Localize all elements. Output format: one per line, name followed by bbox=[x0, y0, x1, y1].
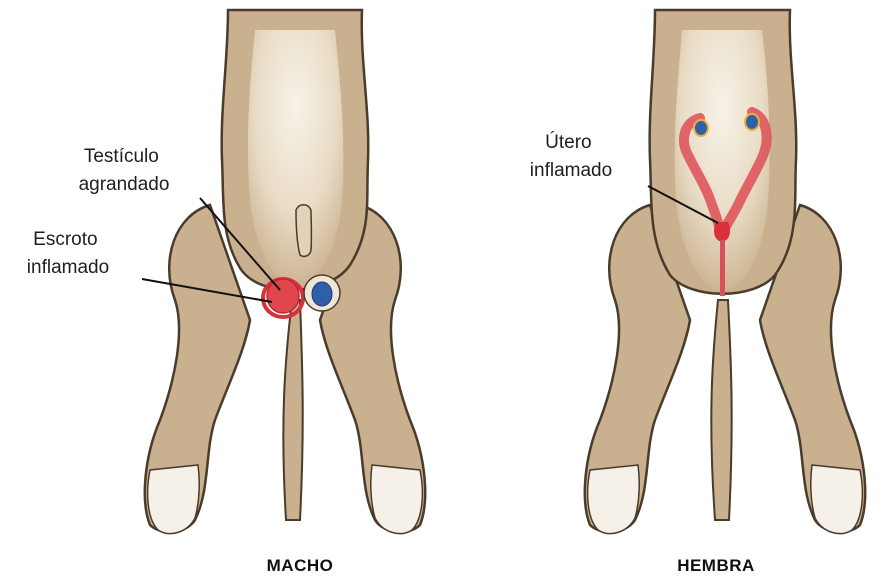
testiculo-label: Testículo agrandado bbox=[79, 146, 170, 195]
testiculo-label-line1: Testículo bbox=[84, 146, 159, 167]
male-left-paw bbox=[148, 465, 200, 534]
utero-label-line2: inflamado bbox=[530, 160, 612, 181]
male-tail bbox=[283, 300, 302, 520]
male-dog-illustration bbox=[145, 10, 425, 534]
male-belly bbox=[248, 30, 343, 285]
male-right-paw bbox=[371, 465, 423, 534]
female-cervix bbox=[720, 240, 725, 296]
female-tail bbox=[711, 300, 731, 520]
male-testicle-enlarged bbox=[267, 279, 299, 313]
male-testicle-normal bbox=[312, 282, 332, 306]
female-right-paw bbox=[811, 465, 863, 534]
female-caption: HEMBRA bbox=[677, 556, 755, 575]
female-left-paw bbox=[588, 465, 640, 534]
female-ovary-left bbox=[694, 120, 708, 136]
male-caption: MACHO bbox=[267, 556, 334, 575]
escroto-label-line2: inflamado bbox=[27, 257, 109, 278]
testiculo-label-line2: agrandado bbox=[79, 174, 170, 195]
male-sheath bbox=[296, 205, 311, 257]
utero-label-line1: Útero bbox=[545, 131, 591, 153]
utero-label: Útero inflamado bbox=[530, 131, 612, 181]
female-dog-illustration bbox=[585, 10, 865, 534]
escroto-label: Escroto inflamado bbox=[27, 229, 109, 278]
female-ovary-right bbox=[745, 114, 759, 130]
escroto-label-line1: Escroto bbox=[33, 229, 97, 250]
